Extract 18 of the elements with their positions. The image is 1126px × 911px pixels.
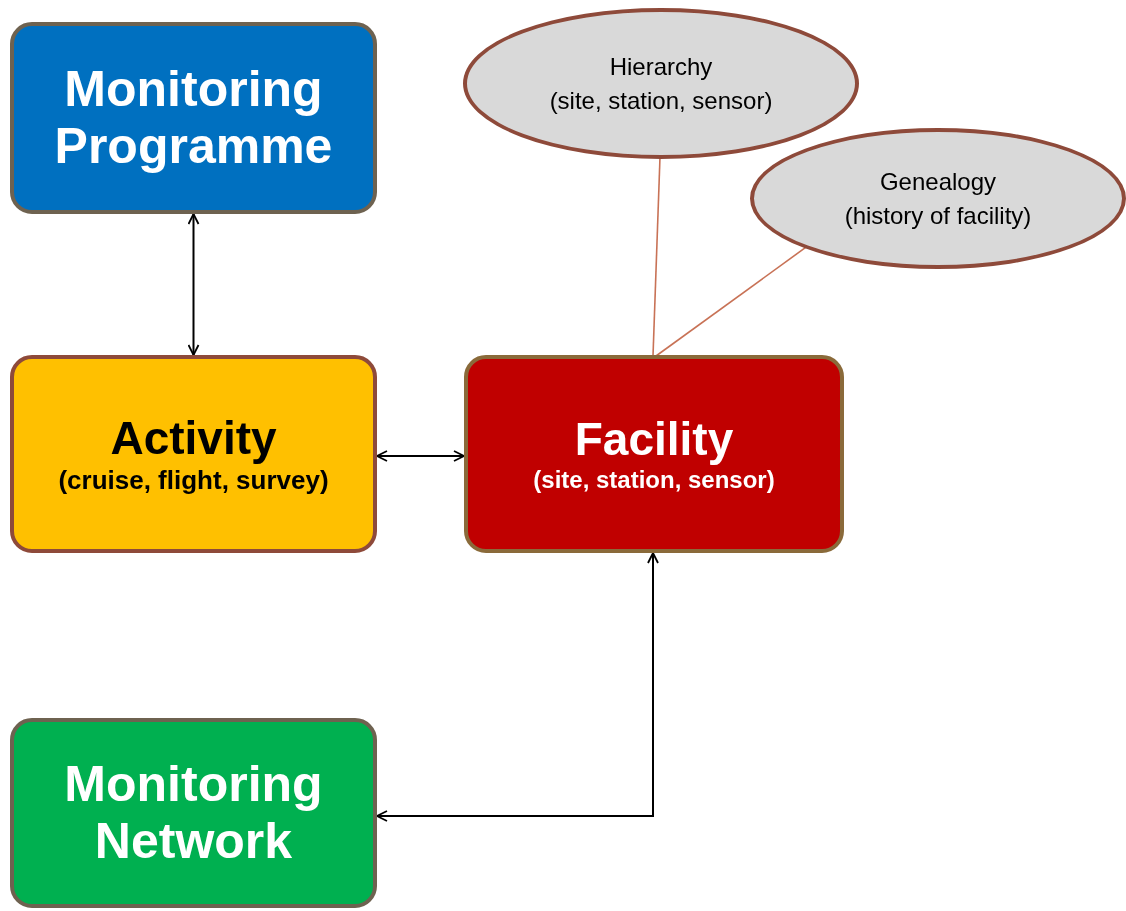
node-title: Hierarchy [609,51,713,82]
double-arrow [187,213,200,356]
process-box [10,718,377,908]
process-box [10,355,377,553]
double-arrow [376,552,659,822]
node-title: Activity [110,411,277,465]
node-subtitle: (site, station, sensor) [533,466,775,495]
connector-line [652,156,661,357]
double-arrow [376,450,465,462]
node-subtitle: (cruise, flight, survey) [58,464,329,497]
process-box [464,355,844,553]
node-title: Genealogy [879,166,997,197]
node-subtitle: (site, station, sensor) [549,85,773,116]
node-title: Monitoring Programme [53,60,334,176]
node-title: Monitoring Network [63,755,324,871]
node-subtitle: (history of facility) [844,200,1032,231]
node-title: Facility [574,413,734,467]
process-box [10,22,377,214]
